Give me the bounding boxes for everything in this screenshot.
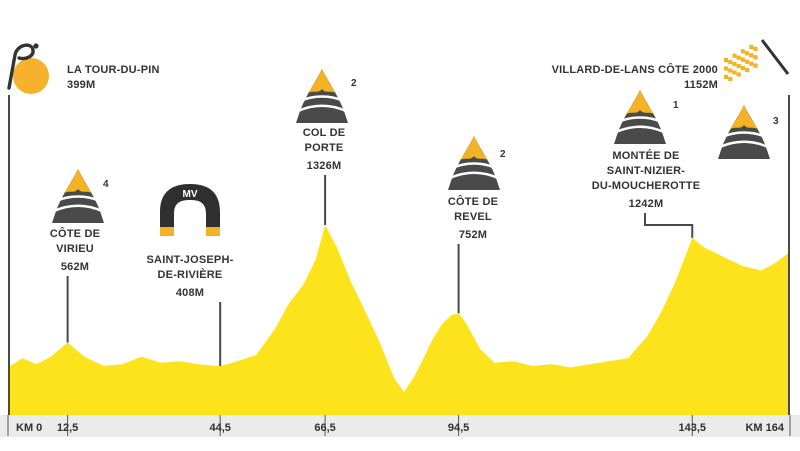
- finish-altitude: 1152M: [684, 79, 718, 91]
- checker-square: [724, 58, 729, 63]
- mountain-icon: [296, 69, 348, 123]
- sprint-label-line-2: DE-RIVIÈRE: [158, 268, 223, 281]
- finish-marker: VILLARD-DE-LANS CÔTE 2000 1152M: [552, 39, 790, 91]
- finish-flag-pole: [760, 39, 790, 75]
- checker-square: [724, 74, 729, 79]
- axis-tick-label: KM 0: [16, 422, 42, 434]
- mountain-stripe: [297, 104, 347, 113]
- sprint-arch-icon: [160, 184, 220, 228]
- axis-band: [0, 415, 800, 437]
- climb-category: 3: [773, 116, 779, 127]
- climb-label-line-1: COL DE: [303, 127, 346, 139]
- axis-tick-label: 12,5: [57, 422, 78, 434]
- checker-square: [736, 72, 741, 77]
- mountain-stripe: [615, 125, 665, 134]
- mountain-icon: [614, 90, 666, 144]
- checker-square: [740, 57, 745, 62]
- checker-square: [736, 64, 741, 69]
- mountain-stripe: [617, 116, 663, 124]
- climb-virieu: 4 CÔTE DE VIRIEU 562M: [50, 169, 109, 273]
- climb-label-line-2: REVEL: [454, 211, 492, 223]
- sprint-label-line-3: 408M: [176, 287, 204, 299]
- mountain-peak: [730, 105, 758, 129]
- start-name: LA TOUR-DU-PIN: [67, 64, 160, 76]
- leader-lines: [8, 95, 790, 415]
- climb-label-line-2: SAINT-NIZIER-: [607, 165, 686, 177]
- checker-square: [736, 55, 741, 60]
- climb-label-line-3: 562M: [61, 261, 89, 273]
- mountain-stripe: [721, 131, 767, 139]
- climb-label-line-1: CÔTE DE: [448, 195, 498, 208]
- mountain-stripe: [299, 95, 345, 103]
- mountain-icon: [52, 169, 104, 223]
- checker-square: [745, 51, 750, 56]
- climb-label-line-3: DU-MOUCHEROTTE: [592, 180, 701, 192]
- axis-tick-label: KM 164: [745, 422, 784, 434]
- climb-col-de-porte: 2 COL DE PORTE 1326M: [296, 69, 357, 172]
- climb-label-line-3: 1326M: [307, 160, 342, 172]
- climb-label-line-2: VIRIEU: [56, 243, 94, 255]
- mountain-icon: [448, 136, 500, 190]
- start-altitude: 399M: [67, 79, 95, 91]
- climb-label-line-1: MONTÉE DE: [612, 149, 679, 162]
- sprint-badge: MV: [183, 189, 198, 200]
- axis-ticks: KM 0 12,5 44,5 66,5 94,5 143,5 KM 164: [7, 415, 791, 436]
- start-marker: LA TOUR-DU-PIN 399M: [7, 43, 160, 94]
- mountain-stripe: [55, 195, 101, 203]
- climb-label-line-1: CÔTE DE: [50, 227, 100, 240]
- start-logo-dot: [33, 43, 39, 49]
- climb-cote-de-revel: 2 CÔTE DE REVEL 752M: [448, 136, 506, 241]
- start-logo-icon: [7, 43, 35, 90]
- saint-nizier-leader-line: [644, 213, 694, 238]
- climb-finish: 3: [718, 105, 779, 159]
- sprint-marker: MV SAINT-JOSEPH- DE-RIVIÈRE 408M: [147, 184, 234, 299]
- axis-tick-label: 143,5: [678, 422, 706, 434]
- sprint-arch-base-left: [160, 227, 174, 236]
- checker-square: [728, 60, 733, 65]
- mountain-stripe: [53, 204, 103, 213]
- mountain-peak: [460, 136, 488, 160]
- climb-label-line-4: 1242M: [629, 198, 664, 210]
- sprint-label-line-1: SAINT-JOSEPH-: [147, 254, 234, 266]
- axis-tick-label: 44,5: [209, 422, 230, 434]
- climb-category: 2: [351, 78, 357, 89]
- climb-saint-nizier: 1 MONTÉE DE SAINT-NIZIER- DU-MOUCHEROTTE…: [592, 90, 701, 210]
- mountain-peak: [626, 90, 654, 114]
- climb-category: 2: [500, 149, 506, 160]
- checker-square: [745, 59, 750, 64]
- sprint-arch-base-right: [206, 227, 220, 236]
- checker-square: [728, 68, 733, 73]
- climb-label-line-3: 752M: [459, 229, 487, 241]
- finish-name: VILLARD-DE-LANS CÔTE 2000: [552, 63, 718, 76]
- mountain-stripe: [451, 162, 497, 170]
- axis-tick-label: 66,5: [314, 422, 335, 434]
- climb-category: 4: [103, 179, 109, 190]
- checker-square: [749, 44, 754, 49]
- axis-tick-label: 94,5: [448, 422, 469, 434]
- mountain-stripe: [719, 140, 769, 149]
- climb-label-line-2: PORTE: [305, 142, 344, 154]
- checker-square: [732, 62, 737, 67]
- mountain-peak: [308, 69, 336, 93]
- climb-category: 1: [673, 100, 679, 111]
- checker-square: [728, 76, 733, 81]
- checker-square: [749, 61, 754, 66]
- checker-square: [740, 49, 745, 54]
- checker-square: [724, 66, 729, 71]
- checker-square: [753, 55, 758, 60]
- mountain-peak: [64, 169, 92, 193]
- mountain-stripe: [449, 171, 499, 180]
- checker-square: [740, 66, 745, 71]
- mountain-icon: [718, 105, 770, 159]
- checker-square: [732, 53, 737, 58]
- checker-square: [745, 68, 750, 73]
- elevation-profile-area: [8, 225, 790, 415]
- checker-square: [753, 63, 758, 68]
- checker-square: [749, 53, 754, 58]
- checker-square: [732, 70, 737, 75]
- start-sun-icon: [13, 58, 49, 94]
- checker-square: [753, 46, 758, 51]
- checkered-flag-icon: [724, 44, 758, 81]
